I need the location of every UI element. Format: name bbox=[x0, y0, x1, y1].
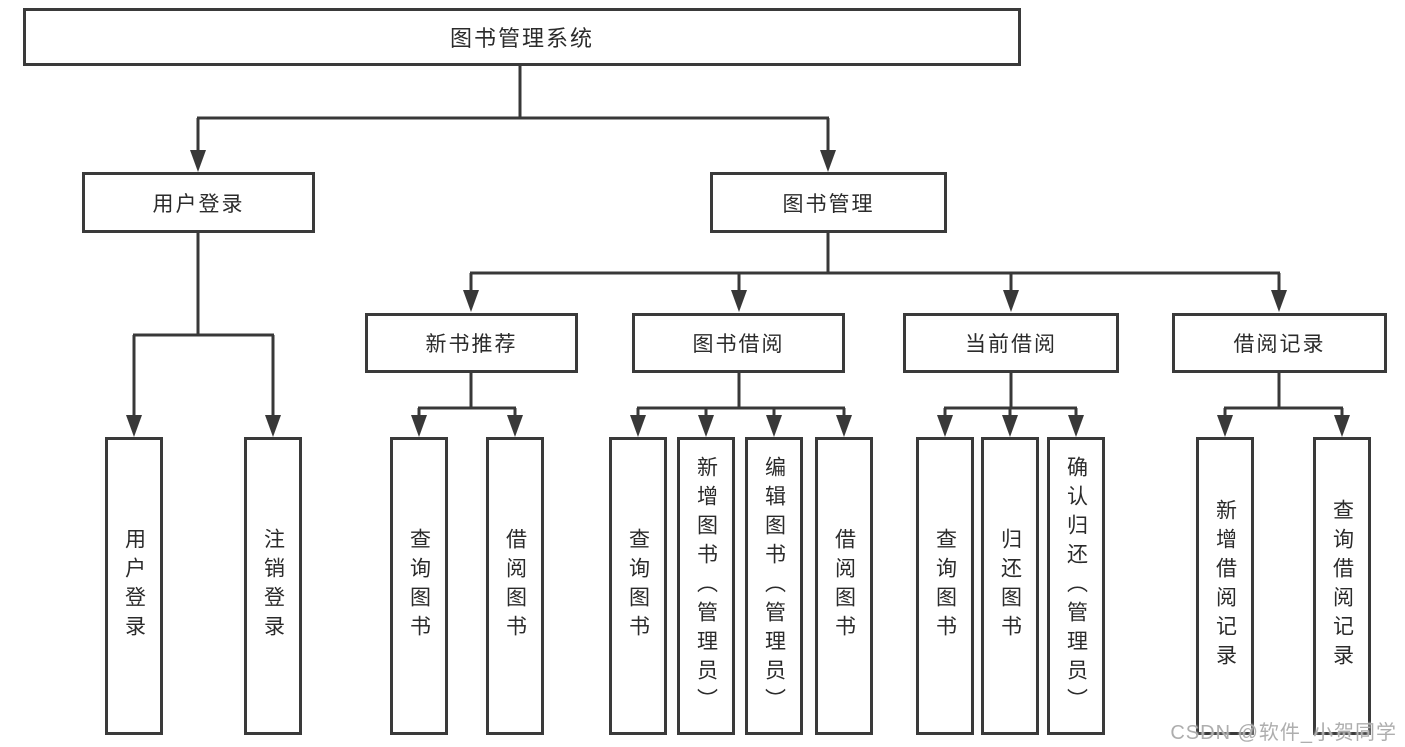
leaf-query-books-recommend-label: 查询图书 bbox=[407, 528, 431, 644]
leaf-add-books-admin-label: 新增图书（管理员） bbox=[694, 455, 718, 717]
node-root-label: 图书管理系统 bbox=[449, 26, 594, 51]
leaf-add-borrow-record: 新增借阅记录 bbox=[1196, 437, 1254, 735]
leaf-add-borrow-record-label: 新增借阅记录 bbox=[1213, 499, 1237, 673]
connector-user-login bbox=[126, 233, 281, 437]
connector-book-management bbox=[463, 233, 1287, 312]
connector-records bbox=[1217, 373, 1350, 437]
leaf-query-books-current: 查询图书 bbox=[916, 437, 974, 735]
node-book-management-label: 图书管理 bbox=[782, 192, 875, 216]
leaf-add-books-admin: 新增图书（管理员） bbox=[677, 437, 735, 735]
connector-recommend bbox=[411, 373, 523, 437]
node-new-book-recommend: 新书推荐 bbox=[365, 313, 578, 373]
node-user-login: 用户登录 bbox=[82, 172, 315, 233]
leaf-query-borrow-record-label: 查询借阅记录 bbox=[1330, 499, 1354, 673]
leaf-query-books-recommend: 查询图书 bbox=[390, 437, 448, 735]
leaf-borrow-books-label: 借阅图书 bbox=[832, 528, 856, 644]
node-current-borrow-label: 当前借阅 bbox=[965, 333, 1057, 356]
leaf-query-books-borrow-label: 查询图书 bbox=[626, 528, 650, 644]
leaf-user-login-label: 用户登录 bbox=[122, 528, 146, 644]
node-book-borrow-label: 图书借阅 bbox=[692, 333, 785, 356]
leaf-edit-books-admin-label: 编辑图书（管理员） bbox=[762, 455, 786, 717]
leaf-borrow-books-recommend: 借阅图书 bbox=[486, 437, 544, 735]
node-borrow-records: 借阅记录 bbox=[1172, 313, 1387, 373]
node-book-borrow: 图书借阅 bbox=[632, 313, 845, 373]
leaf-edit-books-admin: 编辑图书（管理员） bbox=[745, 437, 803, 735]
node-root: 图书管理系统 bbox=[23, 8, 1021, 66]
leaf-return-books-label: 归还图书 bbox=[998, 528, 1022, 644]
leaf-query-borrow-record: 查询借阅记录 bbox=[1313, 437, 1371, 735]
leaf-logout-login: 注销登录 bbox=[244, 437, 302, 735]
node-new-book-recommend-label: 新书推荐 bbox=[425, 333, 518, 356]
leaf-query-books-current-label: 查询图书 bbox=[933, 528, 957, 644]
leaf-user-login: 用户登录 bbox=[105, 437, 163, 735]
leaf-return-books: 归还图书 bbox=[981, 437, 1039, 735]
leaf-logout-login-label: 注销登录 bbox=[261, 528, 285, 644]
node-user-login-label: 用户登录 bbox=[152, 192, 245, 216]
leaf-confirm-return-admin: 确认归还（管理员） bbox=[1047, 437, 1105, 735]
node-current-borrow: 当前借阅 bbox=[903, 313, 1119, 373]
leaf-borrow-books: 借阅图书 bbox=[815, 437, 873, 735]
node-borrow-records-label: 借阅记录 bbox=[1233, 333, 1326, 356]
leaf-confirm-return-admin-label: 确认归还（管理员） bbox=[1064, 455, 1088, 717]
csdn-watermark: CSDN @软件_小贺同学 bbox=[1170, 722, 1397, 744]
connector-root bbox=[190, 66, 836, 172]
connector-current bbox=[937, 373, 1084, 437]
leaf-borrow-books-recommend-label: 借阅图书 bbox=[503, 528, 527, 644]
connector-borrow bbox=[630, 373, 852, 437]
node-book-management: 图书管理 bbox=[710, 172, 947, 233]
leaf-query-books-borrow: 查询图书 bbox=[609, 437, 667, 735]
